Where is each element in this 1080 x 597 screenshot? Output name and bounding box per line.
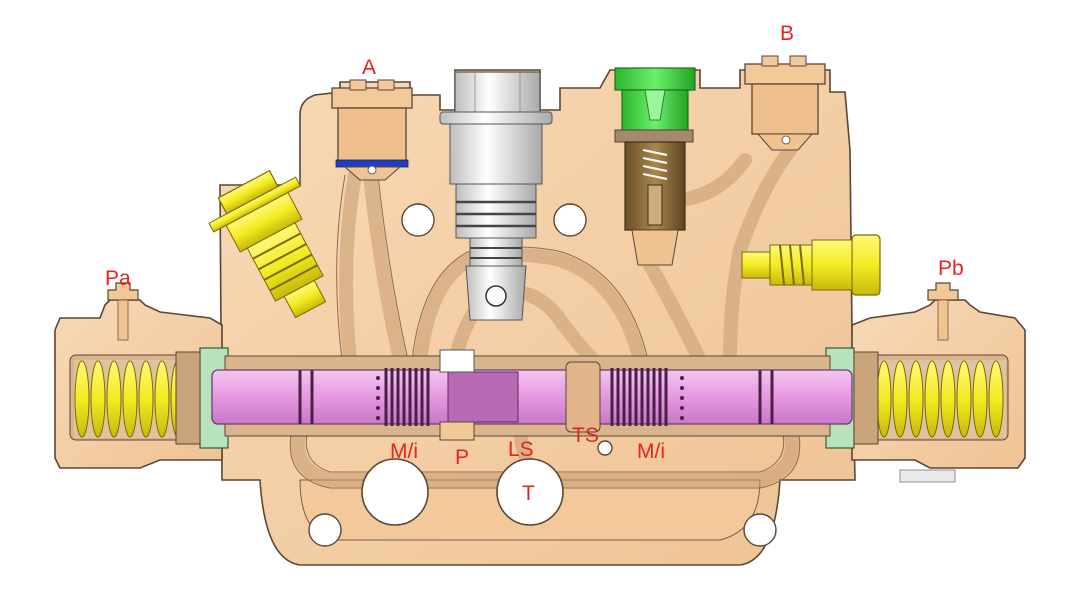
port-t-circle xyxy=(496,458,564,526)
relief-valve-left xyxy=(208,169,327,319)
main-spool xyxy=(211,349,853,441)
pilot-valve xyxy=(614,67,696,266)
pilot-spring xyxy=(642,149,668,180)
port-p-circle xyxy=(361,458,429,526)
mounting-holes xyxy=(308,203,777,547)
label-pump: P xyxy=(455,446,469,469)
label-metering-left: M/i xyxy=(390,440,418,463)
label-tank-sense: TS xyxy=(572,424,599,447)
label-pilot-b: Pb xyxy=(938,257,964,280)
label-pilot-a: Pa xyxy=(105,267,131,290)
port-a-fitting xyxy=(331,79,413,181)
port-b-fitting xyxy=(744,55,826,151)
label-tank: T xyxy=(522,482,535,505)
label-port-a: A xyxy=(362,56,376,79)
port-labels: A B Pa Pb M/i P LS TS M/i T xyxy=(105,22,964,505)
relief-valve-right xyxy=(741,234,881,296)
label-metering-right: M/i xyxy=(637,440,665,463)
label-port-b: B xyxy=(780,22,794,45)
check-valve-cartridge xyxy=(439,71,553,321)
spring-right xyxy=(876,360,1006,438)
label-load-sense: LS xyxy=(508,438,534,461)
